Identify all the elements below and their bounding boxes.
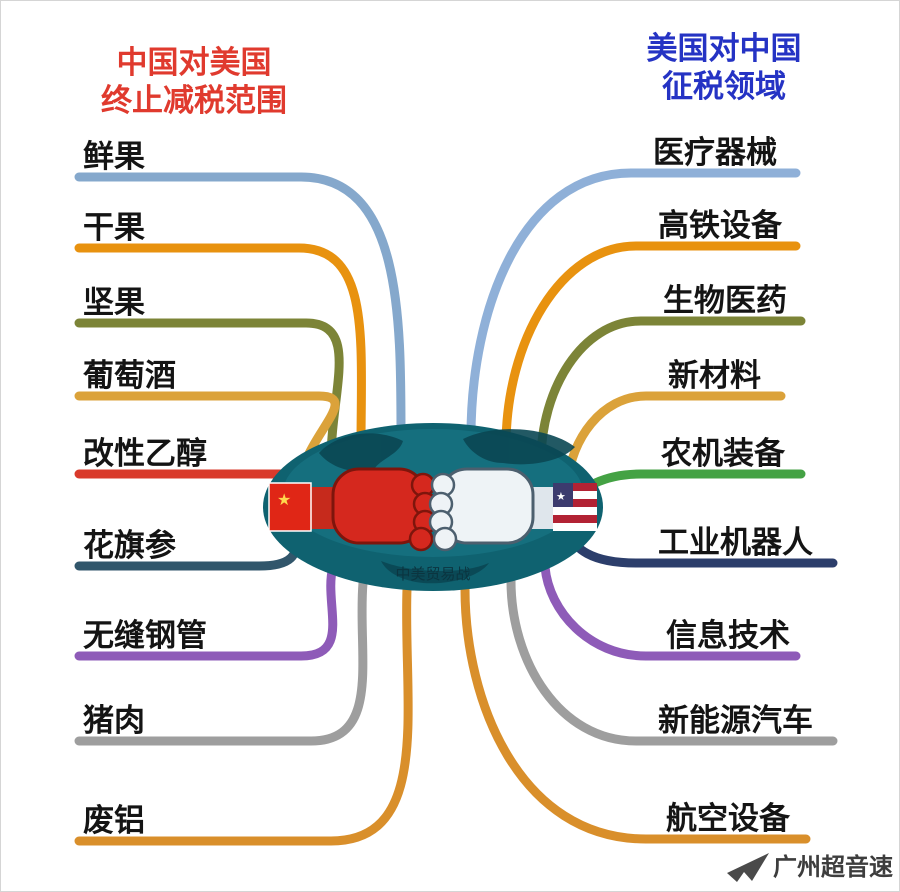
branch-right-info-tech	[540, 562, 801, 661]
globe-continents	[319, 429, 575, 584]
china-flag-star: ★	[277, 492, 291, 509]
branch-left-fresh-fruit	[74, 172, 406, 441]
usa-flag-star: ★	[556, 491, 566, 503]
usa-flag: ★	[553, 483, 597, 531]
china-flag	[268, 482, 312, 532]
branch-left-dried-fruit	[74, 243, 366, 451]
usa-fist-knuckles	[428, 472, 458, 552]
watermark-text: 广州超音速	[773, 853, 893, 881]
branch-right-medical-devices	[466, 168, 801, 441]
label-medical-devices: 医疗器械	[653, 135, 777, 170]
label-pork: 猪肉	[83, 703, 145, 738]
label-scrap-aluminum: 废铝	[83, 803, 145, 838]
label-ev: 新能源汽车	[658, 703, 813, 738]
branch-left-scrap-aluminum	[74, 584, 413, 846]
usa-fist: ★	[428, 467, 597, 552]
right-title-line2: 征税领域	[662, 69, 786, 104]
watermark: 广州超音速	[727, 853, 893, 882]
branch-right-ev	[506, 576, 838, 746]
left-labels: 鲜果 干果 坚果 葡萄酒 改性乙醇 花旗参 无缝钢管 猪肉 废铝	[83, 139, 207, 838]
branch-left-steel-pipe	[74, 562, 338, 661]
label-ethanol: 改性乙醇	[83, 436, 207, 471]
right-title-line1: 美国对中国	[647, 31, 802, 66]
label-nuts: 坚果	[83, 285, 145, 320]
label-fresh-fruit: 鲜果	[83, 139, 145, 174]
label-wine: 葡萄酒	[83, 358, 176, 393]
label-aviation: 航空设备	[666, 801, 791, 836]
center-globe: ★ ★	[263, 423, 603, 591]
left-title-line1: 中国对美国	[117, 45, 272, 80]
label-dried-fruit: 干果	[83, 210, 145, 245]
right-title: 美国对中国 征税领域	[647, 31, 802, 104]
center-caption: 中美贸易战	[395, 566, 470, 583]
branch-right-aviation	[460, 584, 811, 844]
branch-left-nuts	[74, 318, 344, 466]
label-info-tech: 信息技术	[666, 618, 790, 653]
left-title: 中国对美国 终止减税范围	[101, 45, 287, 118]
paper-plane-icon	[727, 853, 769, 882]
label-new-materials: 新材料	[668, 358, 761, 393]
branch-right-rail-equipment	[501, 241, 801, 451]
left-title-line2: 终止减税范围	[101, 83, 287, 118]
label-industrial-robot: 工业机器人	[658, 525, 813, 560]
label-steel-pipe: 无缝钢管	[83, 618, 207, 653]
label-rail-equipment: 高铁设备	[658, 208, 783, 243]
label-agri-machinery: 农机装备	[661, 436, 786, 471]
right-labels: 医疗器械 高铁设备 生物医药 新材料 农机装备 工业机器人 信息技术 新能源汽车…	[653, 135, 813, 836]
label-ginseng: 花旗参	[83, 528, 176, 563]
branch-right-agri-machinery	[564, 469, 806, 506]
branch-left-pork	[74, 578, 368, 746]
label-biopharma: 生物医药	[663, 283, 787, 318]
